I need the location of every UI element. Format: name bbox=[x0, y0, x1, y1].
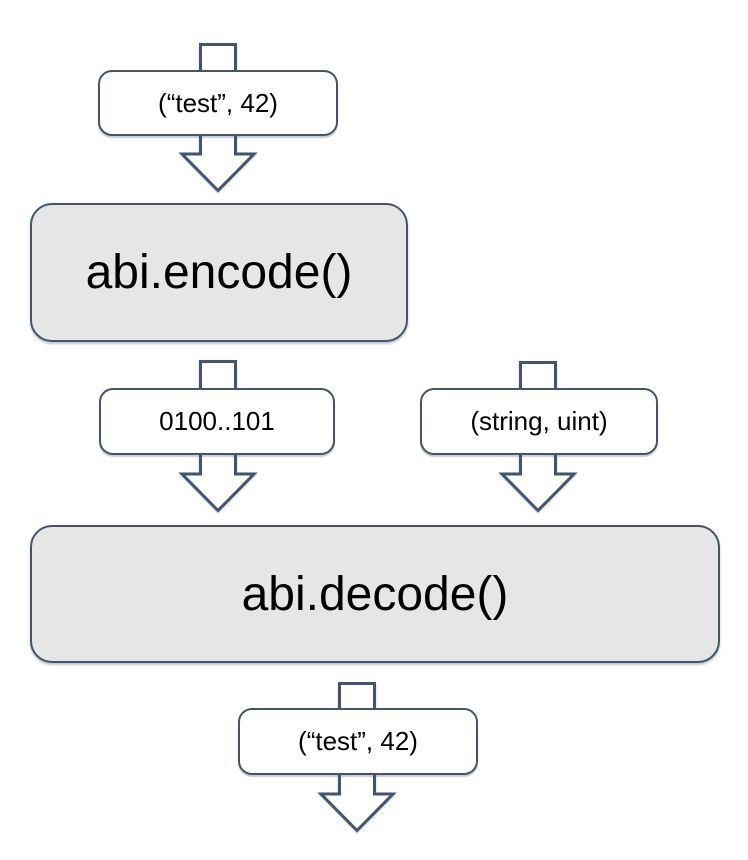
types-tuple-text: (string, uint) bbox=[470, 406, 608, 436]
output-tuple-label: (“test”, 42) bbox=[238, 708, 478, 775]
types-tuple-label: (string, uint) bbox=[420, 388, 658, 455]
abi-decode-box: abi.decode() bbox=[30, 525, 720, 663]
input-tuple-text: (“test”, 42) bbox=[158, 87, 278, 118]
encoded-bytes-label: 0100..101 bbox=[99, 388, 335, 455]
abi-encode-box: abi.encode() bbox=[30, 203, 408, 342]
abi-encode-text: abi.encode() bbox=[85, 246, 353, 299]
encoded-bytes-text: 0100..101 bbox=[159, 406, 275, 436]
input-tuple-label: (“test”, 42) bbox=[98, 70, 338, 136]
output-tuple-text: (“test”, 42) bbox=[298, 726, 418, 756]
abi-decode-text: abi.decode() bbox=[241, 567, 509, 621]
